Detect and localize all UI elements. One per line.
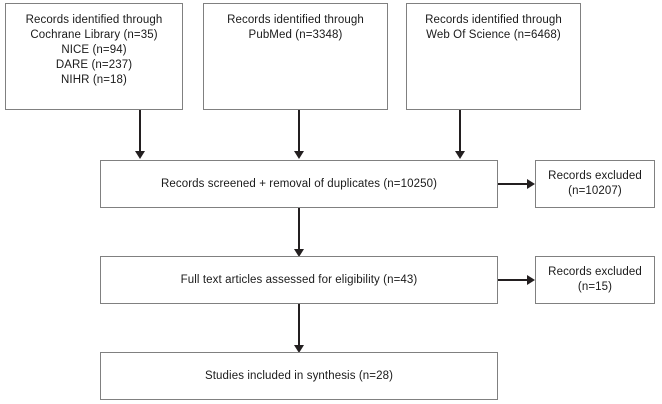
exclusion-box-full-text-line-1: Records excluded (548, 266, 642, 278)
stage-box-screened-label: Records screened + removal of duplicates… (160, 177, 438, 190)
exclusion-box-full-text: Records excluded (n=15) (535, 256, 655, 304)
source-box-cochrane: Records identified through Cochrane Libr… (5, 3, 183, 110)
exclusion-box-screening-line-1: Records excluded (548, 170, 642, 182)
exclusion-box-screening-line-2: (n=10207) (568, 185, 622, 197)
arrow-full-text-to-included (294, 304, 304, 354)
stage-box-included: Studies included in synthesis (n=28) (100, 352, 498, 400)
source-box-web-of-science-line-1: Records identified through (425, 14, 562, 26)
source-box-cochrane-line-3: NICE (n=94) (61, 44, 127, 56)
arrow-web-of-science-to-screened (455, 110, 465, 160)
arrow-pubmed-to-screened (294, 110, 304, 160)
source-box-cochrane-line-4: DARE (n=237) (55, 59, 133, 71)
source-box-web-of-science: Records identified through Web Of Scienc… (406, 3, 581, 110)
arrow-full-text-to-excluded (498, 275, 536, 285)
source-box-pubmed: Records identified through PubMed (n=334… (203, 3, 388, 110)
source-box-web-of-science-line-2: Web Of Science (n=6468) (426, 29, 561, 41)
exclusion-box-full-text-line-2: (n=15) (577, 281, 613, 293)
arrow-screened-to-full-text (294, 208, 304, 258)
source-box-pubmed-line-1: Records identified through (227, 14, 364, 26)
stage-box-full-text: Full text articles assessed for eligibil… (100, 256, 498, 304)
stage-box-screened: Records screened + removal of duplicates… (100, 160, 498, 208)
source-box-pubmed-line-2: PubMed (n=3348) (248, 29, 343, 41)
stage-box-included-label: Studies included in synthesis (n=28) (204, 369, 394, 382)
source-box-cochrane-line-1: Records identified through (25, 14, 163, 26)
exclusion-box-screening: Records excluded (n=10207) (535, 160, 655, 208)
stage-box-full-text-label: Full text articles assessed for eligibil… (180, 273, 418, 286)
source-box-cochrane-line-2: Cochrane Library (n=35) (30, 29, 158, 41)
arrow-screened-to-excluded (498, 179, 536, 189)
source-box-cochrane-line-5: NIHR (n=18) (61, 74, 127, 86)
arrow-cochrane-to-screened (135, 110, 145, 160)
